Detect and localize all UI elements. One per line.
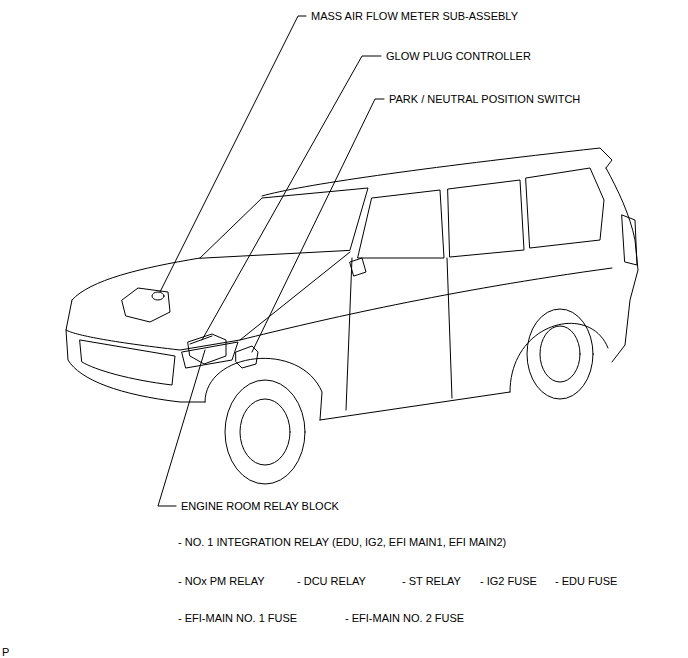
part-label: - NO. 1 INTEGRATION RELAY (EDU, IG2, EFI… [178,536,506,548]
part-label: MASS AIR FLOW METER SUB-ASSEBLY [311,10,518,22]
part-label: - DCU RELAY [297,575,366,587]
part-label: P [2,646,9,658]
part-label: - ST RELAY [402,575,461,587]
part-label: - IG2 FUSE [480,575,537,587]
part-label: ENGINE ROOM RELAY BLOCK [181,500,339,512]
part-label: PARK / NEUTRAL POSITION SWITCH [389,93,580,105]
part-label: - EFI-MAIN NO. 2 FUSE [345,612,464,624]
engine-components [122,288,258,368]
vehicle-body [66,148,638,484]
leader-lines [158,16,384,506]
part-label: - EDU FUSE [555,575,617,587]
part-label: GLOW PLUG CONTROLLER [386,50,531,62]
part-label: - NOx PM RELAY [178,575,265,587]
part-label: - EFI-MAIN NO. 1 FUSE [178,612,297,624]
